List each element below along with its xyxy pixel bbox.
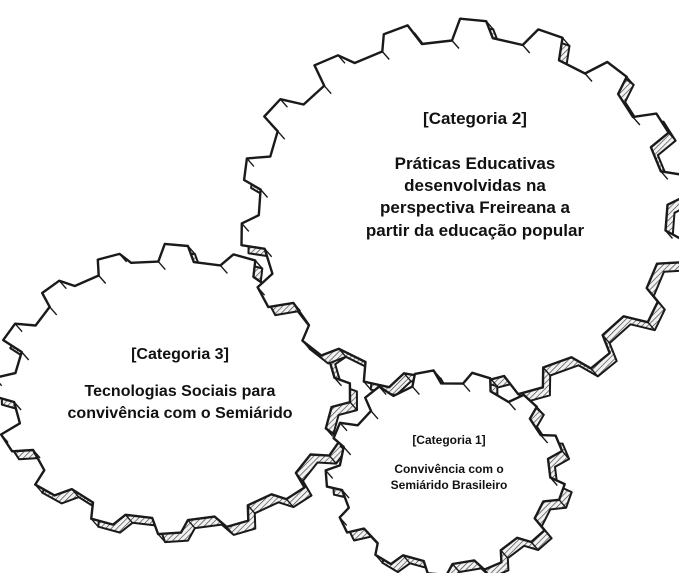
category-title: [Categoria 1] <box>412 433 486 447</box>
category-description: Convivência com o Semiárido Brasileiro <box>390 462 508 492</box>
category-description: Tecnologias Sociais para convivência com… <box>67 383 293 422</box>
category-description: Práticas Educativas desenvolvidas na per… <box>365 154 585 240</box>
gear-categoria-1-label: [Categoria 1] Convivência com o Semiárid… <box>384 433 514 493</box>
gear-edge-lines <box>325 369 570 573</box>
gear-categoria-2 <box>240 17 679 410</box>
gear-categoria-2-label: [Categoria 2] Práticas Educativas desenv… <box>360 108 590 242</box>
gear-categoria-1 <box>324 369 573 573</box>
gear-categoria-3-label: [Categoria 3] Tecnologias Sociais para c… <box>55 345 305 424</box>
category-title: [Categoria 2] <box>423 109 527 128</box>
category-title: [Categoria 3] <box>131 346 229 363</box>
